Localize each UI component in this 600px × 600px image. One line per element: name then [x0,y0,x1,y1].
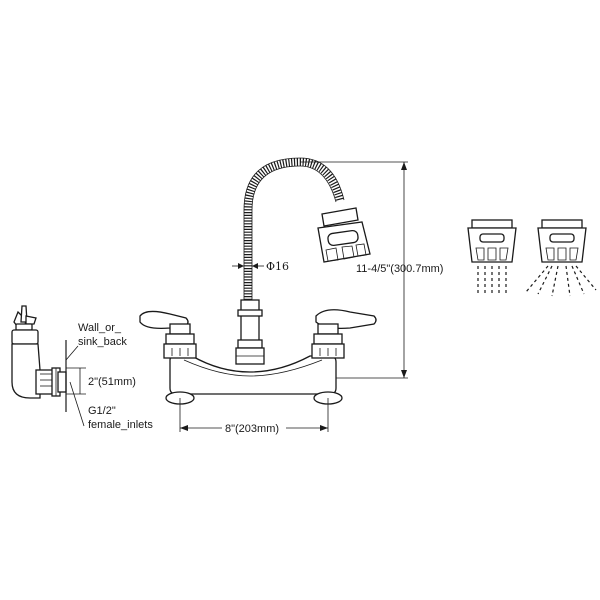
side-body [11,329,67,399]
left-handle [139,310,197,359]
spray-mode-stream [467,219,517,294]
overall-height-label: 11-4/5"(300.7mm) [356,263,443,275]
right-handle [311,309,377,359]
dimensions: Φ16 11-4/5"(300.7mm) 8"(203mm) [179,161,443,435]
front-view [139,157,377,405]
hose-spring [244,157,344,300]
wall-label-line1: Wall_or_ [78,322,122,334]
spray-mode-spray [525,219,597,297]
spray-head [317,207,371,263]
hose-diameter-label: Φ16 [266,260,289,273]
side-handle [13,305,37,331]
inlet-thread-label-line1: G1/2" [88,405,116,417]
center-spacing-label: 8"(203mm) [225,423,279,435]
inlet-spacing-label: 2"(51mm) [88,376,136,388]
wall-label-line2: sink_back [78,336,127,348]
side-view: Wall_or_ sink_back 2"(51mm) G1/2" female… [11,305,153,431]
inlet-thread-label-line2: female_inlets [88,419,153,431]
